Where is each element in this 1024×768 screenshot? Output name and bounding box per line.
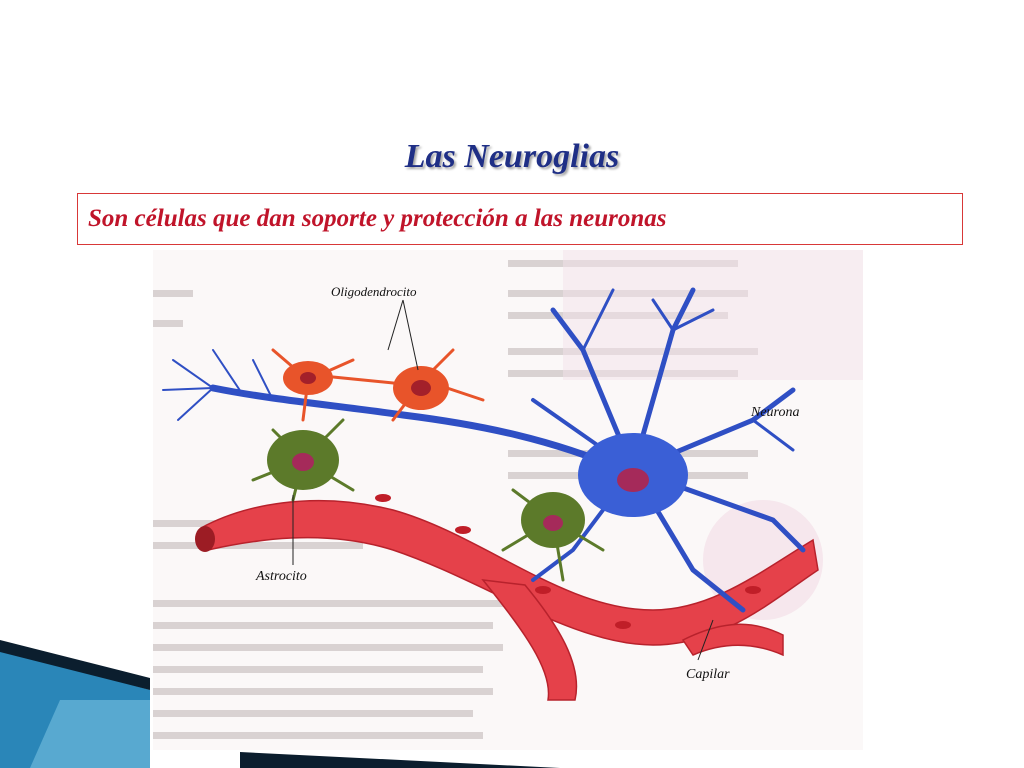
neuron-nucleus <box>617 468 649 492</box>
deco-stripe-dark <box>0 640 150 690</box>
label-leaders <box>292 299 714 661</box>
neuroglia-diagram: Oligodendrocito Neurona Astrocito Capila… <box>153 250 863 750</box>
label-neurona: Neurona <box>750 405 799 420</box>
definition-box: Son células que dan soporte y protección… <box>77 193 963 245</box>
label-oligodendrocito: Oligodendrocito <box>331 284 417 299</box>
deco-stripe-pale <box>30 700 150 768</box>
neuron <box>162 287 806 613</box>
astrocyte-nucleus-right <box>543 515 563 531</box>
slide-title: Las Neuroglias <box>404 138 620 175</box>
neuroglia-illustration: Oligodendrocito Neurona Astrocito Capila… <box>153 250 863 750</box>
capillary <box>195 494 819 701</box>
label-astrocito: Astrocito <box>255 569 307 584</box>
deco-stripe-bottom-dark <box>240 752 560 768</box>
astrocyte-nucleus-left <box>292 453 314 471</box>
oligodendrocyte-nucleus <box>411 380 431 396</box>
capillary-lumen <box>195 526 215 552</box>
background-pink-panel <box>563 250 863 380</box>
oligodendrocyte-nucleus-left <box>300 372 316 384</box>
label-capilar: Capilar <box>686 667 730 682</box>
definition-text: Son células que dan soporte y protección… <box>88 205 667 232</box>
